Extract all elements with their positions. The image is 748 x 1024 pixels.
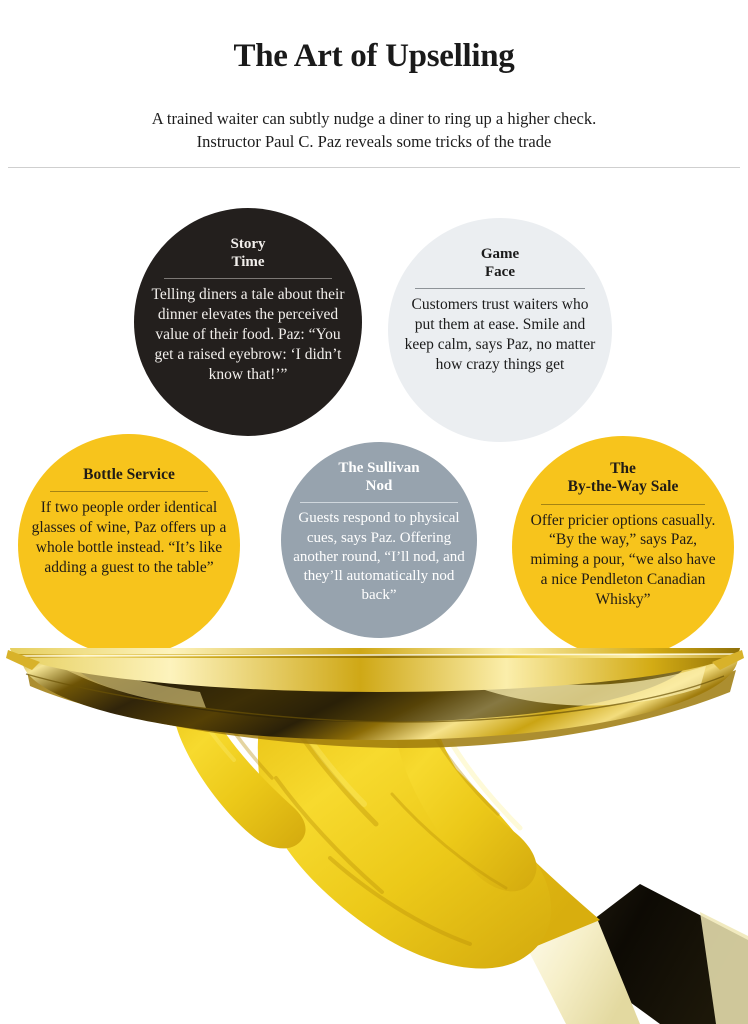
tray-rim-underline xyxy=(25,673,725,723)
bubble-game-face: Game Face Customers trust waiters who pu… xyxy=(388,218,612,442)
bubble-story-time: Story Time Telling diners a tale about t… xyxy=(134,208,362,436)
sleeve-far-edge xyxy=(700,912,748,1024)
bubble-the-sullivan-nod: The Sullivan Nod Guests respond to physi… xyxy=(281,442,477,638)
bubble-heading: The Sullivan Nod xyxy=(338,460,420,494)
bubble-heading: Bottle Service xyxy=(83,466,175,483)
tray-specular xyxy=(430,658,706,706)
bubble-separator xyxy=(415,288,585,290)
tray-tip-right xyxy=(712,650,744,670)
bubble-body: Offer pricier options casually. “By the … xyxy=(530,511,716,608)
waiter-hand-tray-photo xyxy=(0,648,748,1024)
bubble-the-by-the-way-sale: The By-the-Way Sale Offer pricier option… xyxy=(512,436,734,658)
bubble-separator xyxy=(300,502,458,504)
header: The Art of Upselling A trained waiter ca… xyxy=(0,0,748,154)
header-divider xyxy=(8,167,740,168)
tray-rim xyxy=(10,648,740,692)
bubble-body: If two people order identical glasses of… xyxy=(31,499,227,576)
sleeve-black xyxy=(556,884,748,1024)
subtitle-line-2: Instructor Paul C. Paz reveals some tric… xyxy=(196,132,552,152)
subtitle-line-1: A trained waiter can subtly nudge a dine… xyxy=(151,109,597,128)
bubble-separator xyxy=(541,503,705,505)
hand-palm xyxy=(257,672,552,969)
tray-tip-left xyxy=(6,650,40,670)
bubble-heading: The By-the-Way Sale xyxy=(567,460,679,496)
bubble-body: Customers trust waiters who put them at … xyxy=(404,296,596,373)
page-subtitle: A trained waiter can subtly nudge a dine… xyxy=(0,75,748,154)
bubble-body: Guests respond to physical cues, says Pa… xyxy=(293,510,465,604)
shirt-cuff xyxy=(520,916,640,1024)
bubble-heading: Story Time xyxy=(230,236,266,270)
bubble-body: Telling diners a tale about their dinner… xyxy=(151,286,345,383)
bubble-separator xyxy=(50,491,208,493)
hand-tray-illustration xyxy=(6,648,748,1024)
bubble-separator xyxy=(164,278,332,280)
bubble-bottle-service: Bottle Service If two people order ident… xyxy=(18,434,240,656)
bubble-heading: Game Face xyxy=(480,246,520,280)
page-title: The Art of Upselling xyxy=(233,38,515,74)
tray-rim-highlight xyxy=(15,653,735,657)
